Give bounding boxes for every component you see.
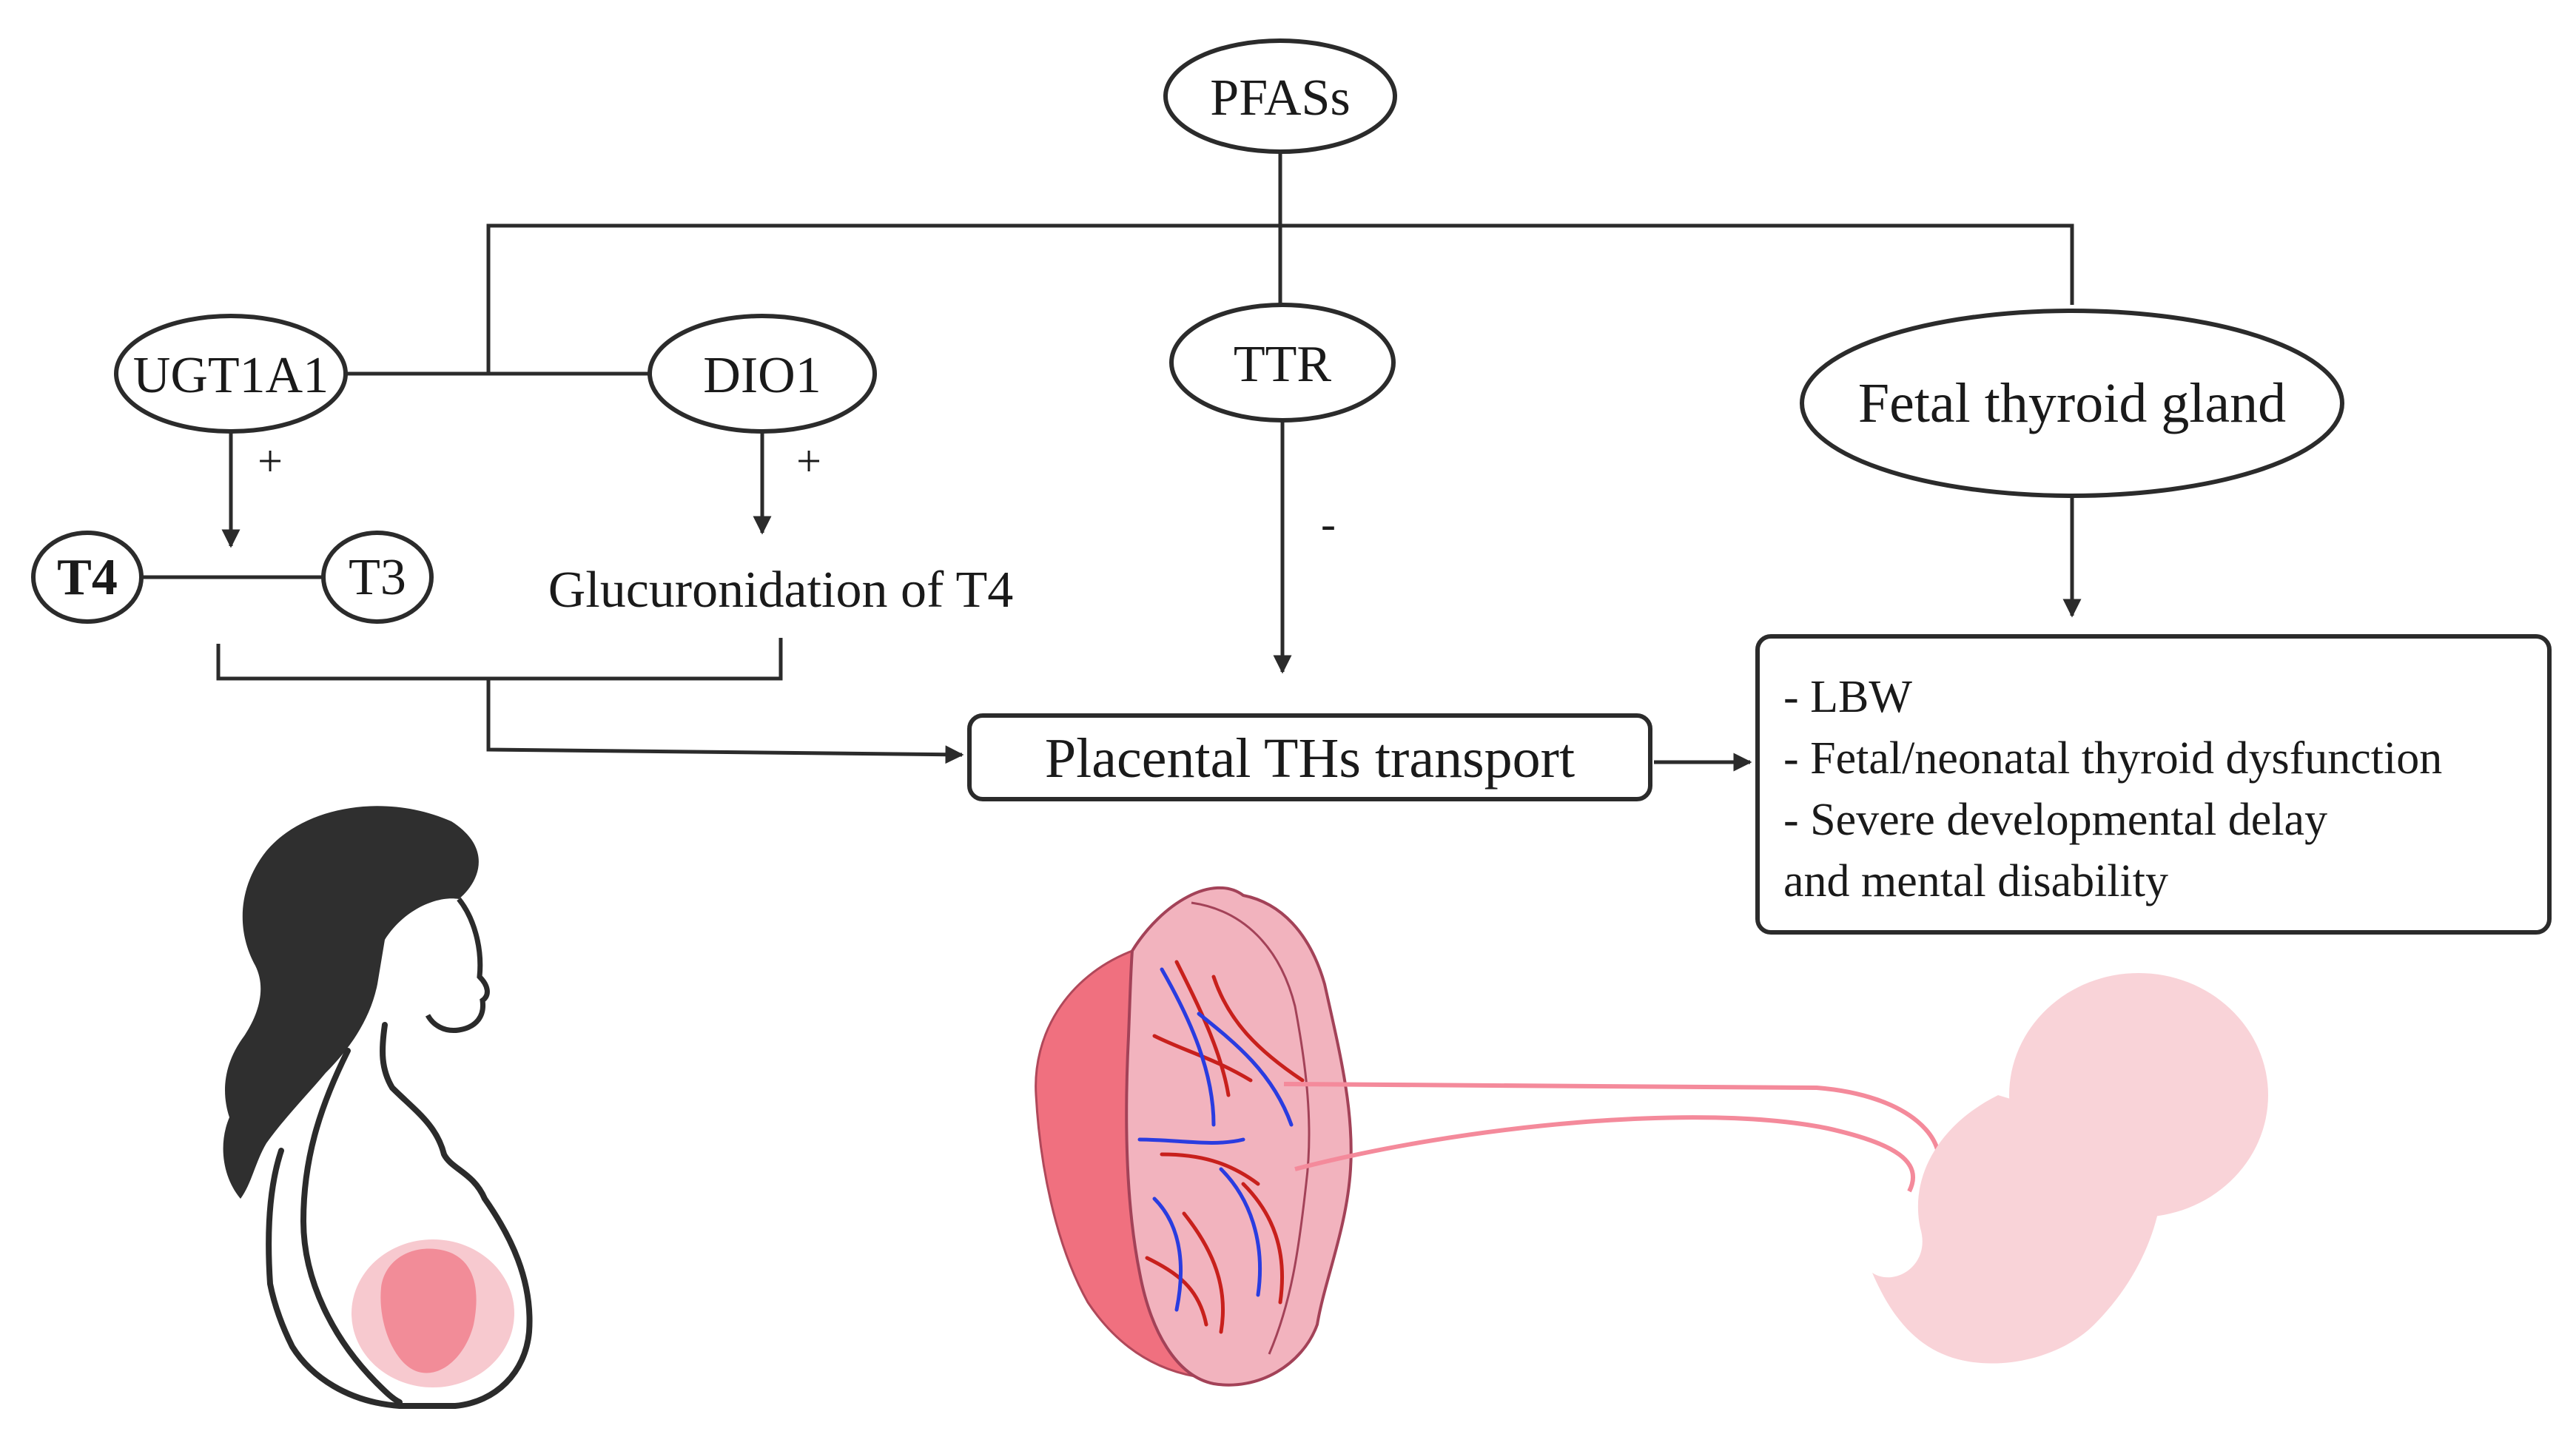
t3-label: T3 [349,549,406,606]
placenta-inner-fold [1191,901,1311,1355]
placental-transport-label: Placental THs transport [1045,727,1575,790]
pfas-label: PFASs [1210,70,1350,127]
bracket-left [216,638,783,681]
outcome-item: and mental disability [1783,856,2168,906]
placental-transport-node: Placental THs transport [967,713,1652,801]
pfas-node: PFASs [1163,38,1397,154]
t4-node: T4 [31,531,144,624]
woman-hair [223,806,479,1199]
outcome-item: - Severe developmental delay [1783,795,2327,845]
dio1-node: DIO1 [648,314,877,434]
t3-node: T3 [321,531,434,624]
dio1-label: DIO1 [703,347,821,404]
glucuronidation-label: Glucuronidation of T4 [548,562,1014,619]
fetus-body [1872,1095,2161,1364]
fetal-thyroid-label: Fetal thyroid gland [1858,372,2286,434]
outcome-item: - LBW [1783,672,1912,722]
arrow-bracket-to-transport [486,679,964,764]
ugt1a1-label: UGT1A1 [133,347,329,404]
ugt-effect-sign: + [258,437,283,485]
outcomes-box: - LBW - Fetal/neonatal thyroid dysfuncti… [1755,634,2552,935]
uterus-inner [380,1248,477,1373]
fetal-thyroid-node: Fetal thyroid gland [1800,309,2344,498]
dio-effect-sign: + [796,437,821,485]
pregnant-woman-illustration [223,806,533,1409]
placenta-vessels [1137,960,1305,1334]
ttr-label: TTR [1234,336,1332,393]
fetus-illustration [1872,973,2268,1364]
placenta-illustration [1035,886,1353,1387]
connectors [141,139,2082,772]
ugt1a1-node: UGT1A1 [114,314,348,434]
ttr-effect-sign: - [1321,499,1336,548]
woman-face [425,897,490,1034]
woman-body-outline [266,1022,533,1409]
outcome-item: - Fetal/neonatal thyroid dysfunction [1783,733,2442,784]
placenta-body [1125,886,1353,1387]
ttr-node: TTR [1169,303,1396,423]
woman-arm [300,1048,403,1405]
umbilical-cord [1283,1082,1942,1193]
pfas-branch-bar [486,223,2074,374]
t4-label: T4 [57,549,118,606]
